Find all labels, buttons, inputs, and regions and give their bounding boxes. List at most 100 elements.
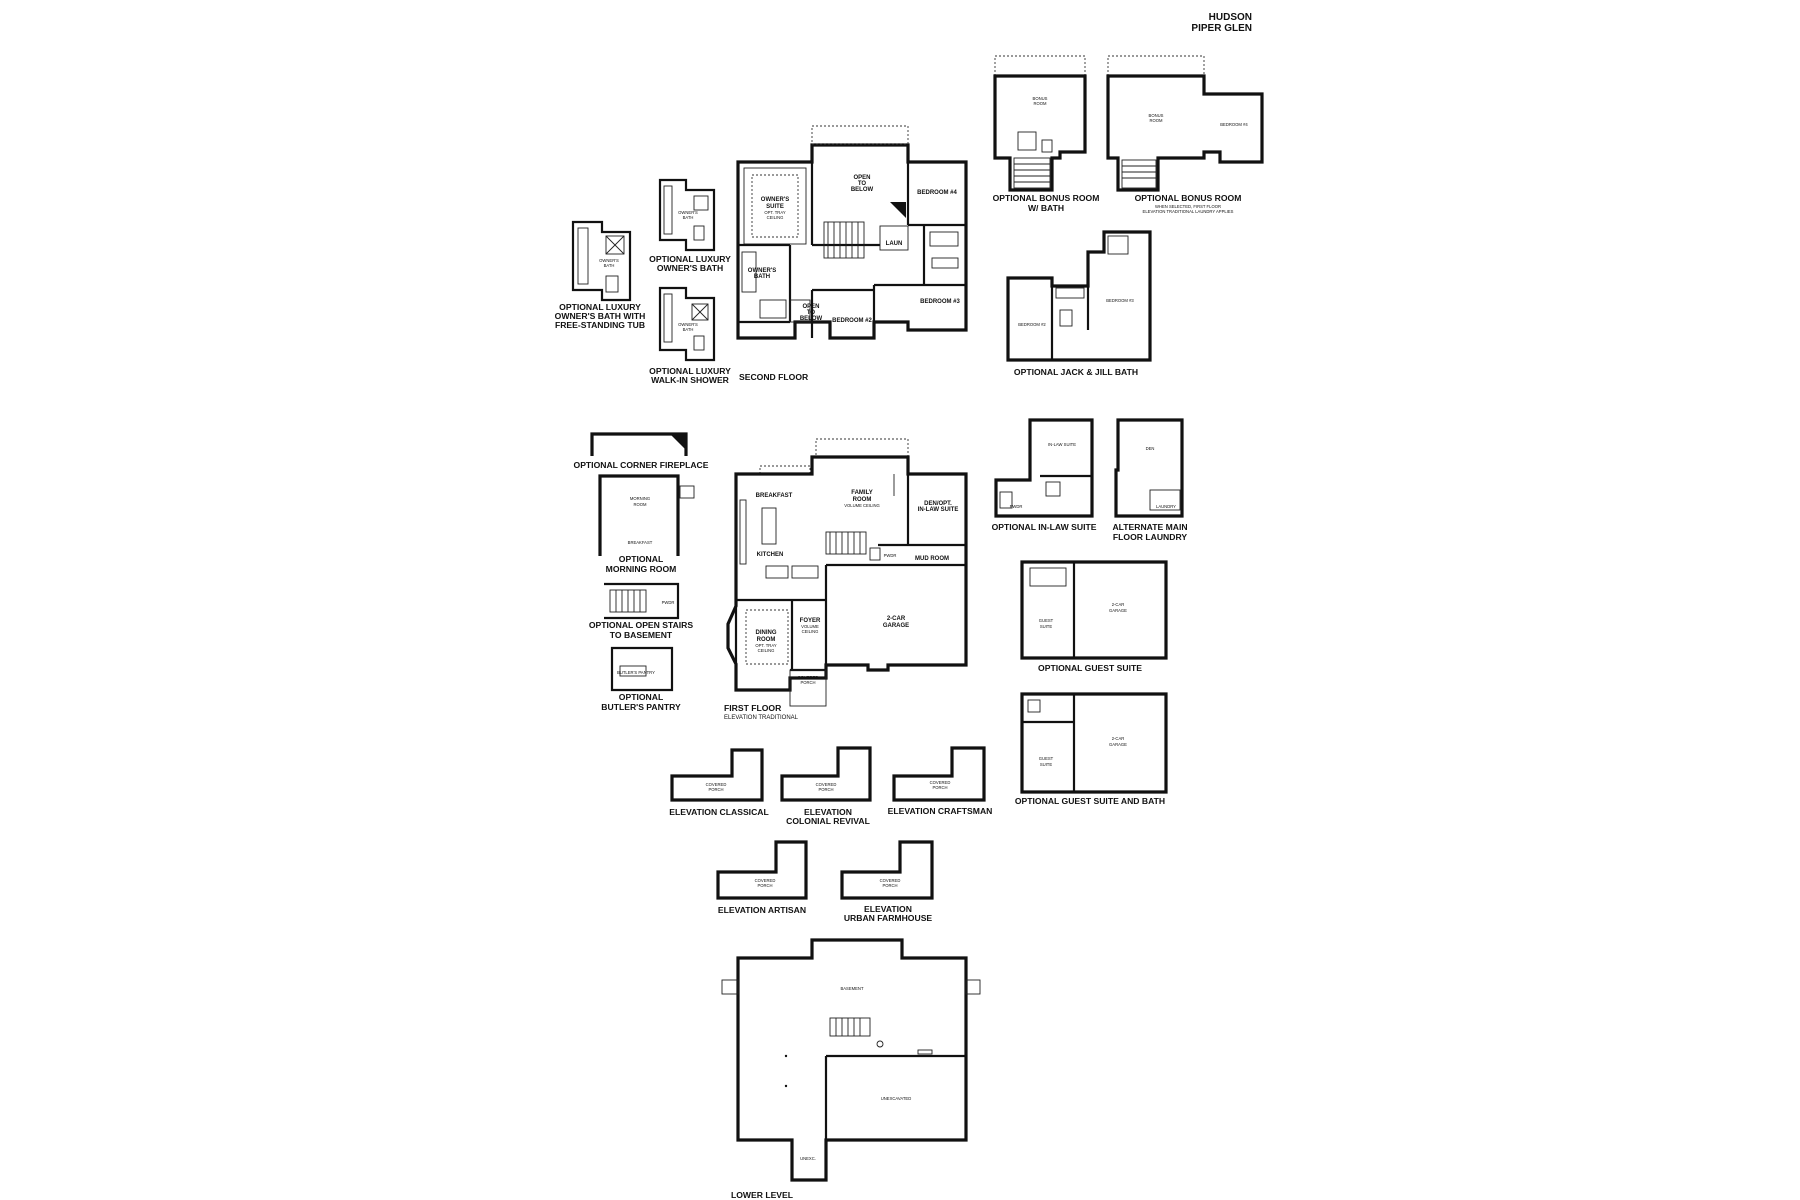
room-kitchen: KITCHEN [757,552,784,558]
opt-lux-owners-bath-1: OWNER'S [678,210,698,215]
opt-bonus-only-room-2: ROOM [1149,118,1163,123]
caption-opt-luxury-tub-1: OPTIONAL LUXURY [559,302,641,312]
opt-guest-suite-2: SUITE [1040,624,1053,629]
room-breakfast: BREAKFAST [756,493,793,499]
opt-bonus-room-bath-plan: BONUS ROOM OPTIONAL BONUS ROOM W/ BATH [993,55,1100,213]
room-garage-2: GARAGE [883,623,909,629]
room-covered-porch-2: PORCH [800,680,815,685]
room-open-below-b-1: OPEN [802,304,819,310]
room-den-2: IN-LAW SUITE [918,507,959,513]
opt-morning-room-plan: MORNING ROOM BREAKFAST OPTIONAL MORNING … [598,474,695,574]
room-owners-suite-1: OWNER'S [761,197,789,203]
elevation-colonial-plan: COVERED PORCH ELEVATION COLONIAL REVIVAL [780,746,872,826]
opt-luxury-shower-plan: OWNER'S BATH OPTIONAL LUXURY WALK-IN SHO… [649,286,731,385]
elev-classical-porch-2: PORCH [708,787,723,792]
caption-opt-luxury-tub-2: OWNER'S BATH WITH [555,311,646,321]
caption-opt-bonus: OPTIONAL BONUS ROOM [1135,193,1242,203]
alt-laundry-plan: DEN LAUNDRY ALTERNATE MAIN FLOOR LAUNDRY [1112,418,1188,542]
lower-unexcavated: UNEXCAVATED [881,1096,911,1101]
community-name: PIPER GLEN [1191,23,1252,34]
opt-morning-breakfast: BREAKFAST [628,540,653,545]
elev-farmhouse-porch-2: PORCH [882,883,897,888]
opt-pantry-label: BUTLER'S PANTRY [617,670,655,675]
room-open-below-3: BELOW [851,187,874,193]
opt-jj-bedroom2: BEDROOM #2 [1018,322,1046,327]
caption-opt-luxury-tub-3: FREE-STANDING TUB [555,320,645,330]
room-mud: MUD ROOM [915,556,949,562]
room-owners-suite-note-2: CEILING [767,215,784,220]
elev-classical-porch-1: COVERED [706,782,727,787]
room-owners-suite-2: SUITE [766,204,784,210]
caption-opt-open-stairs-2: TO BASEMENT [610,630,673,640]
elevation-craftsman-plan: COVERED PORCH ELEVATION CRAFTSMAN [888,746,992,816]
room-dining-1: DINING [756,630,777,636]
opt-inlaw-powder: PWDR [1010,504,1023,509]
room-dining-note-1: OPT. TRAY [755,643,776,648]
opt-guest-bath-garage-1: 2-CAR [1112,736,1125,741]
alt-laundry-label: LAUNDRY [1156,504,1176,509]
room-dining-2: ROOM [757,637,776,643]
opt-shower-owners-bath-1: OWNER'S [678,322,698,327]
room-bedroom2: BEDROOM #2 [832,318,872,324]
elev-colonial-porch-1: COVERED [816,782,837,787]
opt-butlers-pantry-plan: BUTLER'S PANTRY OPTIONAL BUTLER'S PANTRY [601,646,681,712]
caption-opt-guest-suite-bath: OPTIONAL GUEST SUITE AND BATH [1015,796,1165,806]
opt-bonus-bedroom4: BEDROOM #4 [1220,122,1248,127]
opt-stairs-powder: PWDR [662,600,675,605]
lower-unexc: UNEXC. [800,1156,816,1161]
elev-craftsman-porch-1: COVERED [930,780,951,785]
caption-elevation-farmhouse-2: URBAN FARMHOUSE [844,913,933,923]
room-owners-bath-2: BATH [754,274,770,280]
elevation-classical-plan: COVERED PORCH ELEVATION CLASSICAL [669,748,769,817]
caption-elevation-farmhouse-1: ELEVATION [864,904,912,914]
caption-elevation-traditional: ELEVATION TRADITIONAL [724,715,799,721]
room-dining-note-2: CEILING [758,648,775,653]
room-den-1: DEN/OPT. [924,501,952,507]
opt-guest-suite-1: GUEST [1039,618,1054,623]
room-bedroom3: BEDROOM #3 [920,299,960,305]
caption-first-floor: FIRST FLOOR [724,703,782,713]
elevation-artisan-plan: COVERED PORCH ELEVATION ARTISAN [716,840,808,915]
opt-corner-fireplace-plan: OPTIONAL CORNER FIREPLACE [574,432,709,470]
caption-opt-inlaw: OPTIONAL IN-LAW SUITE [992,522,1097,532]
opt-guest-garage-1: 2-CAR [1112,602,1125,607]
room-owners-suite-note-1: OPT. TRAY [764,210,785,215]
caption-elevation-classical: ELEVATION CLASSICAL [669,807,768,817]
caption-opt-bonus-bath-2: W/ BATH [1028,203,1064,213]
opt-bonus-room-1: BONUS [1033,96,1048,101]
room-open-below-1: OPEN [853,175,870,181]
opt-inlaw-plan: IN-LAW SUITE PWDR OPTIONAL IN-LAW SUITE [992,418,1097,532]
lower-basement: BASEMENT [840,986,863,991]
opt-guest-bath-suite-1: GUEST [1039,756,1054,761]
opt-guest-bath-garage-2: GARAGE [1109,742,1127,747]
caption-lower-level: LOWER LEVEL [731,1190,793,1200]
room-open-below-b-3: BELOW [800,316,823,322]
caption-elevation-colonial-2: COLONIAL REVIVAL [786,816,870,826]
opt-luxury-bath-tub-plan: OWNER'S BATH OPTIONAL LUXURY OWNER'S BAT… [555,220,646,330]
room-open-below-b-2: TO [807,310,816,316]
caption-opt-pantry-1: OPTIONAL [619,692,663,702]
caption-opt-luxury-shower-1: OPTIONAL LUXURY [649,366,731,376]
elev-craftsman-porch-2: PORCH [932,785,947,790]
caption-elevation-colonial-1: ELEVATION [804,807,852,817]
caption-opt-pantry-2: BUTLER'S PANTRY [601,702,681,712]
room-powder: PWDR [884,553,897,558]
caption-opt-corner-fireplace: OPTIONAL CORNER FIREPLACE [574,460,709,470]
room-open-below-2: TO [858,181,867,187]
caption-alt-laundry-1: ALTERNATE MAIN [1112,522,1187,532]
room-family-1: FAMILY [851,490,872,496]
room-owners-bath-1: OWNER'S [748,268,776,274]
opt-guest-bath-suite-2: SUITE [1040,762,1053,767]
room-bedroom4: BEDROOM #4 [917,190,957,196]
elev-artisan-porch-1: COVERED [755,878,776,883]
alt-laundry-den: DEN [1146,446,1155,451]
caption-second-floor: SECOND FLOOR [739,372,809,382]
caption-opt-jack-jill: OPTIONAL JACK & JILL BATH [1014,367,1138,377]
opt-jack-jill-plan: BEDROOM #2 BEDROOM #3 OPTIONAL JACK & JI… [1006,230,1152,377]
caption-opt-open-stairs-1: OPTIONAL OPEN STAIRS [589,620,694,630]
opt-bonus-room-2: ROOM [1033,101,1047,106]
opt-lux-owners-bath-2: BATH [683,215,694,220]
caption-opt-bonus-bath-1: OPTIONAL BONUS ROOM [993,193,1100,203]
plan-name: HUDSON [1209,12,1252,23]
opt-morning-room-1: MORNING [630,496,650,501]
